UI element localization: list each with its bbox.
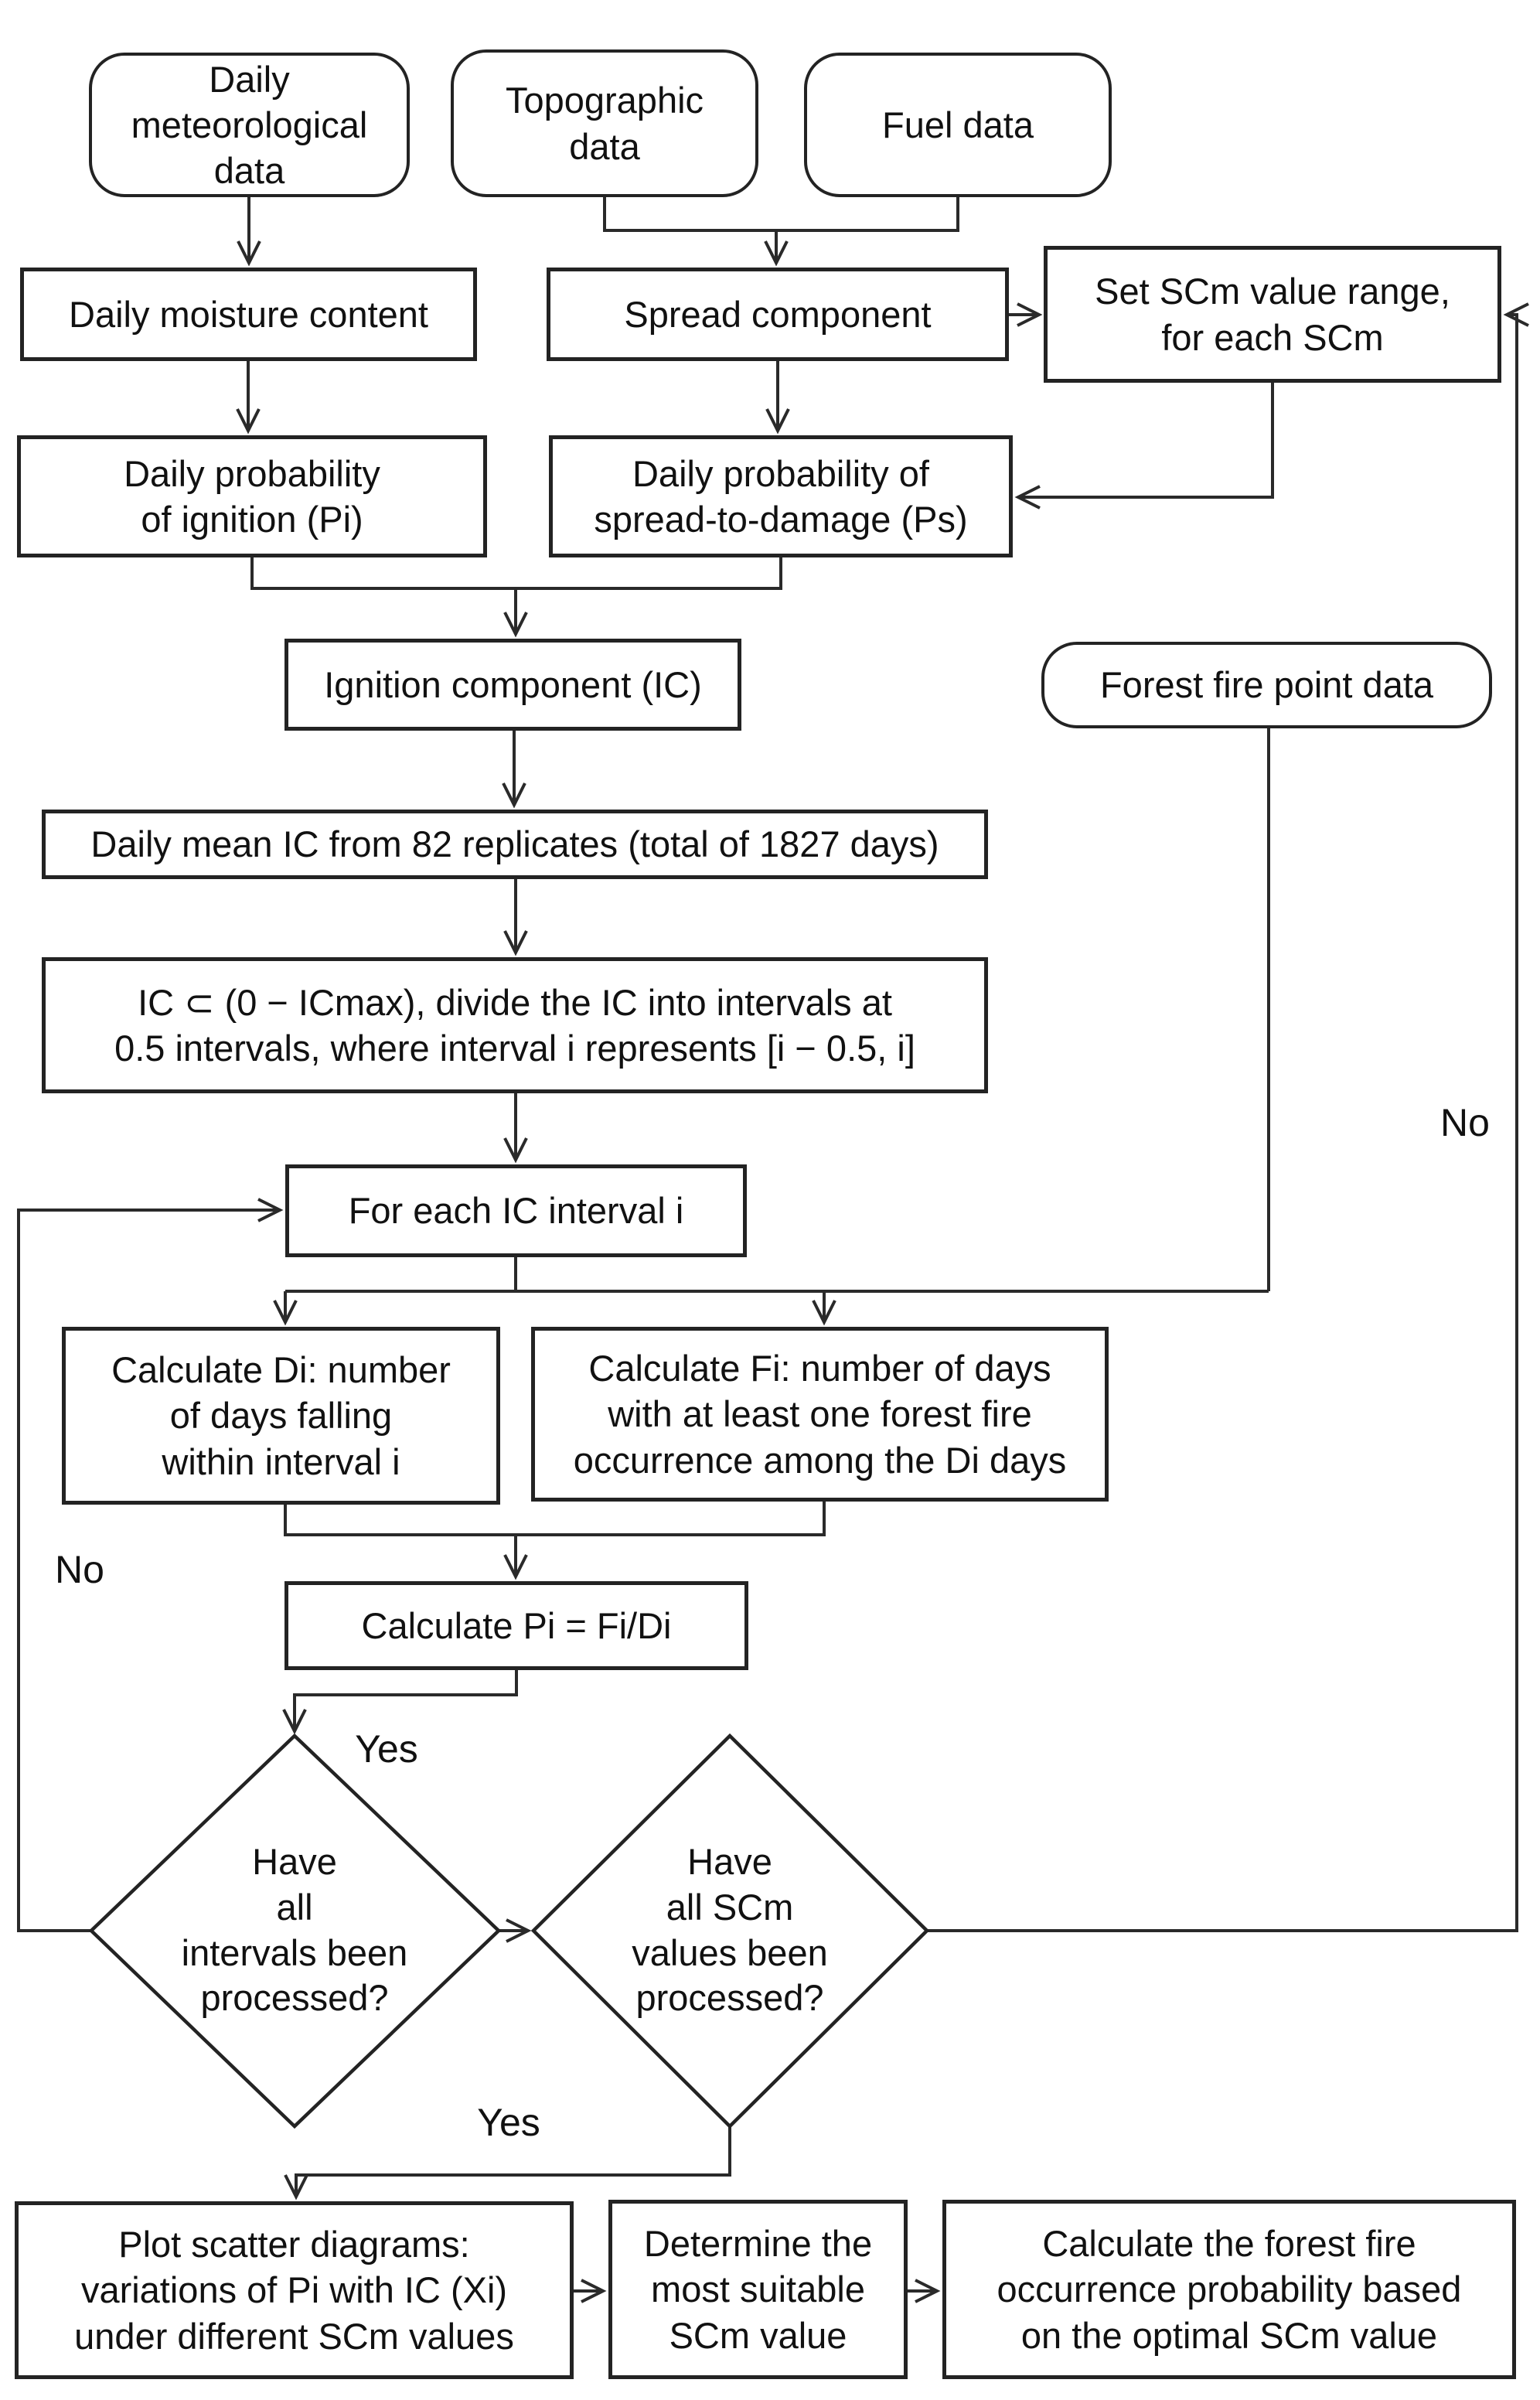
- edge-label-no-right: No: [1440, 1101, 1490, 1144]
- node-forest-fire-point-data: Forest fire point data: [1041, 642, 1492, 728]
- node-spread-component: Spread component: [547, 268, 1009, 361]
- node-line: Set SCm value range,: [1095, 271, 1450, 312]
- node-line: Spread component: [624, 293, 932, 335]
- node-line: Plot scatter diagrams:: [118, 2224, 470, 2265]
- node-line: processed?: [200, 1977, 389, 2019]
- edge-diamond2-yes-down: [284, 2126, 731, 2201]
- node-set-scm-value-range: Set SCm value range, for each SCm: [1044, 246, 1501, 383]
- node-line: data: [569, 125, 640, 167]
- node-for-each-ic-interval: For each IC interval i: [285, 1164, 747, 1257]
- node-line: Topographic: [505, 80, 704, 121]
- node-line: with at least one forest fire: [608, 1393, 1032, 1435]
- node-line: Daily mean IC from 82 replicates (total …: [90, 823, 939, 865]
- node-calculate-occurrence-probability: Calculate the forest fire occurrence pro…: [942, 2200, 1516, 2379]
- edge-no-loop-left: [17, 1198, 284, 1932]
- node-line: of ignition (Pi): [141, 499, 363, 540]
- edge-setscm-to-ps: [1014, 383, 1274, 510]
- edge-topo-fuel-joiner: [603, 197, 959, 232]
- node-line: IC ⊂ (0 − ICmax), divide the IC into int…: [138, 981, 892, 1023]
- edge-label-yes-bottom: Yes: [477, 2101, 540, 2144]
- decision-shape-intervals: [88, 1733, 502, 2129]
- node-line: For each IC interval i: [348, 1190, 684, 1232]
- node-topographic-data: Topographic data: [451, 49, 758, 197]
- node-line: Fuel data: [882, 104, 1034, 145]
- node-line: meteorological: [131, 104, 368, 145]
- node-line: Calculate the forest fire: [1042, 2223, 1416, 2265]
- node-determine-scm-value: Determine the most suitable SCm value: [608, 2200, 908, 2379]
- edge-calcpi-to-diamond1: [282, 1670, 518, 1735]
- node-line: values been: [632, 1931, 828, 1973]
- node-calculate-di: Calculate Di: number of days falling wit…: [62, 1327, 500, 1505]
- node-line: Ignition component (IC): [324, 663, 702, 705]
- node-daily-probability-ignition: Daily probability of ignition (Pi): [17, 435, 487, 557]
- node-daily-moisture-content: Daily moisture content: [20, 268, 477, 361]
- node-ignition-component: Ignition component (IC): [284, 639, 741, 731]
- edge-pi-ps-joiner: [250, 557, 782, 590]
- node-line: occurrence among the Di days: [573, 1439, 1067, 1481]
- node-line: processed?: [635, 1977, 824, 2019]
- edge-no-loop-right: [927, 302, 1529, 1932]
- node-line: Calculate Pi = Fi/Di: [361, 1604, 672, 1646]
- node-fuel-data: Fuel data: [804, 53, 1112, 197]
- node-line: under different SCm values: [74, 2315, 514, 2357]
- node-line: all: [276, 1886, 313, 1928]
- node-line: Calculate Di: number: [111, 1349, 451, 1391]
- decision-scm-processed: Have all SCm values been processed?: [567, 1839, 892, 2021]
- node-calculate-pi: Calculate Pi = Fi/Di: [284, 1581, 748, 1670]
- node-daily-mean-ic: Daily mean IC from 82 replicates (total …: [42, 810, 988, 879]
- node-line: of days falling: [169, 1395, 393, 1437]
- node-line: variations of Pi with IC (Xi): [80, 2269, 508, 2311]
- node-line: on the optimal SCm value: [1020, 2314, 1438, 2356]
- node-line: Daily probability: [124, 452, 380, 494]
- decision-intervals-processed: Have all intervals been processed?: [132, 1839, 457, 2021]
- decision-shape-scm: [530, 1733, 930, 2129]
- node-line: occurrence probability based: [997, 2269, 1462, 2310]
- edge-label-yes-top: Yes: [355, 1727, 418, 1771]
- node-line: for each SCm: [1161, 316, 1384, 358]
- node-line: Daily: [209, 58, 290, 100]
- node-line: Forest fire point data: [1099, 664, 1434, 706]
- node-line: most suitable: [651, 2269, 865, 2310]
- node-line: SCm value: [669, 2314, 847, 2356]
- node-daily-meteorological-data: Daily meteorological data: [89, 53, 410, 197]
- node-daily-probability-spread: Daily probability of spread-to-damage (P…: [549, 435, 1013, 557]
- edge-label-no-left: No: [55, 1548, 104, 1591]
- node-line: Have: [252, 1841, 337, 1882]
- node-line: Daily probability of: [632, 452, 929, 494]
- node-line: Daily moisture content: [69, 293, 428, 335]
- node-line: Calculate Fi: number of days: [588, 1348, 1051, 1389]
- edge-di-fi-joiner: [284, 1502, 826, 1536]
- node-line: all SCm: [666, 1886, 794, 1928]
- node-plot-scatter-diagrams: Plot scatter diagrams: variations of Pi …: [15, 2201, 574, 2379]
- node-line: spread-to-damage (Ps): [594, 499, 968, 540]
- node-calculate-fi: Calculate Fi: number of days with at lea…: [531, 1327, 1109, 1502]
- node-line: within interval i: [162, 1440, 400, 1482]
- node-ic-intervals: IC ⊂ (0 − ICmax), divide the IC into int…: [42, 957, 988, 1093]
- node-line: data: [213, 150, 285, 192]
- node-line: intervals been: [181, 1931, 408, 1973]
- node-line: Have: [687, 1841, 772, 1882]
- node-line: 0.5 intervals, where interval i represen…: [114, 1028, 915, 1069]
- node-line: Determine the: [643, 2223, 873, 2265]
